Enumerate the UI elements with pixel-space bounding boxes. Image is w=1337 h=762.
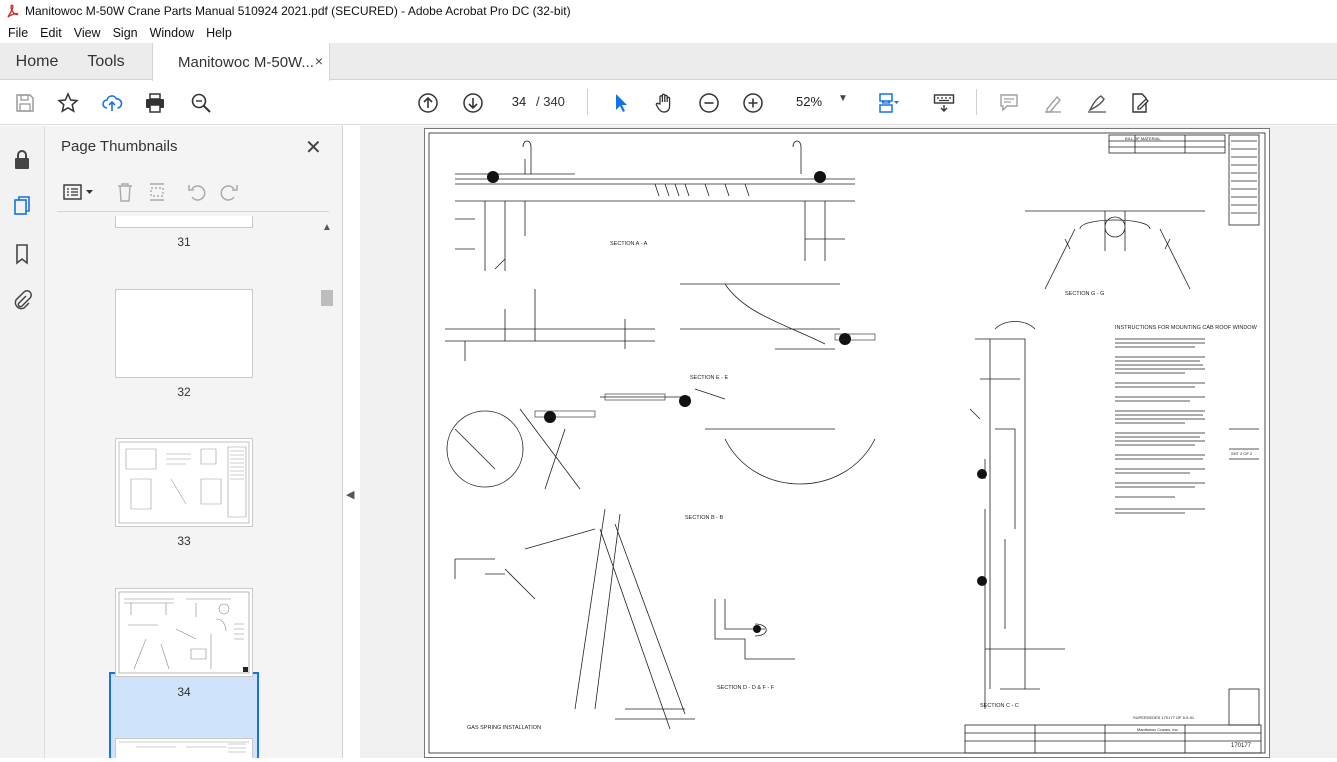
toolbar-separator: [976, 89, 977, 115]
toolbar-separator: [587, 89, 588, 115]
bookmarks-icon[interactable]: [10, 242, 34, 266]
section-e-label: SECTION E - E: [690, 375, 729, 381]
menu-edit[interactable]: Edit: [40, 25, 62, 40]
next-page-icon[interactable]: [461, 91, 485, 115]
delete-icon[interactable]: [113, 180, 137, 204]
tab-document[interactable]: Manitowoc M-50W... ×: [152, 43, 330, 81]
thumbnail-label: 31: [177, 235, 191, 249]
chevron-down-icon[interactable]: ▼: [838, 93, 848, 104]
title-bar: Manitowoc M-50W Crane Parts Manual 51092…: [0, 0, 1337, 22]
collapse-panel-icon[interactable]: ◀: [346, 489, 355, 501]
highlight-icon[interactable]: [1041, 91, 1065, 115]
zoom-out-icon[interactable]: [697, 91, 721, 115]
left-rail: [0, 126, 45, 758]
thumbnail-toolbar: [57, 176, 329, 212]
instructions-title: INSTRUCTIONS FOR MOUNTING CAB ROOF WINDO…: [1115, 325, 1258, 331]
thumbnail-31[interactable]: [115, 216, 253, 228]
thumbnail-list: 31 32 33: [45, 216, 343, 758]
upload-icon[interactable]: [100, 91, 124, 115]
zoom-in-icon[interactable]: [741, 91, 765, 115]
section-a-label: SECTION A - A: [610, 241, 648, 247]
comment-icon[interactable]: [997, 91, 1021, 115]
edit-pdf-icon[interactable]: [1128, 91, 1152, 115]
rotate-left-icon[interactable]: [185, 180, 209, 204]
section-d-label: SECTION D - D & F - F: [717, 685, 775, 691]
tab-home[interactable]: Home: [15, 52, 59, 70]
page-thumbnails-icon[interactable]: [10, 194, 34, 218]
scroll-up-icon[interactable]: ▲: [322, 222, 332, 233]
menu-file[interactable]: File: [8, 25, 29, 40]
options-menu-icon[interactable]: [61, 180, 97, 204]
menu-view[interactable]: View: [73, 25, 101, 40]
thumbnail-label: 34: [177, 685, 191, 699]
menu-window[interactable]: Window: [149, 25, 195, 40]
print-icon[interactable]: [143, 91, 167, 115]
panel-title: Page Thumbnails: [61, 138, 178, 155]
select-cursor-icon[interactable]: [609, 91, 633, 115]
fit-width-icon[interactable]: [876, 91, 900, 115]
prev-page-icon[interactable]: [416, 91, 440, 115]
company-name: Manitowoc Cranes, Inc.: [1137, 727, 1179, 732]
engineering-drawing: SECTION A - A SECTION B - B SECTION E - …: [428, 132, 1266, 754]
section-g-label: SECTION G - G: [1065, 291, 1104, 297]
close-icon[interactable]: ×: [314, 53, 323, 69]
main-toolbar: [0, 81, 1337, 125]
acrobat-app-icon: [7, 3, 19, 18]
hand-icon[interactable]: [653, 91, 677, 115]
window-title: Manitowoc M-50W Crane Parts Manual 51092…: [25, 4, 571, 18]
thumbnail-32[interactable]: [115, 289, 253, 378]
bookmark-star-icon[interactable]: [56, 91, 80, 115]
thumbnail-drawing: [118, 441, 250, 524]
section-c-label: SECTION C - C: [980, 703, 1019, 709]
menu-sign[interactable]: Sign: [112, 25, 138, 40]
find-icon[interactable]: [189, 91, 213, 115]
tab-bar: Home Tools Manitowoc M-50W... ×: [0, 43, 1337, 81]
menu-help[interactable]: Help: [206, 25, 232, 40]
sheet-number: SHT 2 OF 2: [1231, 451, 1253, 456]
tab-tools[interactable]: Tools: [87, 52, 125, 70]
rotate-right-icon[interactable]: [217, 180, 241, 204]
supersedes-note: SUPERSEDES 170177 OF 5-9-91: [1133, 715, 1195, 720]
thumbnail-drawing: [118, 591, 250, 674]
keyboard-icon[interactable]: [932, 91, 956, 115]
gas-spring-label: GAS SPRING INSTALLATION: [467, 725, 541, 731]
sign-icon[interactable]: [1085, 91, 1109, 115]
close-icon[interactable]: ✕: [305, 137, 322, 159]
thumbnail-35[interactable]: [115, 738, 253, 758]
zoom-select[interactable]: 52%: [796, 94, 823, 109]
page-number-input[interactable]: 34: [511, 94, 527, 109]
thumbnail-panel: Page Thumbnails ✕ 31 32: [45, 126, 343, 758]
thumbnail-33[interactable]: [115, 438, 253, 527]
thumbnail-34[interactable]: [115, 588, 253, 677]
tab-document-label: Manitowoc M-50W...: [178, 53, 314, 71]
page-total: / 340: [536, 94, 565, 109]
thumbnail-scrollbar[interactable]: [321, 290, 333, 306]
attachment-icon[interactable]: [10, 288, 34, 312]
section-b-label: SECTION B - B: [685, 515, 724, 521]
save-icon[interactable]: [13, 91, 37, 115]
thumbnail-label: 32: [177, 385, 191, 399]
pdf-page[interactable]: SECTION A - A SECTION B - B SECTION E - …: [424, 128, 1270, 758]
lock-icon[interactable]: [10, 148, 34, 172]
menu-bar: File Edit View Sign Window Help: [0, 22, 1337, 43]
document-scrollbar[interactable]: [1325, 126, 1337, 758]
extract-page-icon[interactable]: [145, 180, 169, 204]
thumbnail-drawing: [119, 741, 249, 753]
thumbnail-label: 33: [177, 534, 191, 548]
drawing-number: 170177: [1231, 743, 1252, 749]
bom-title: BILL OF MATERIAL: [1125, 136, 1161, 141]
